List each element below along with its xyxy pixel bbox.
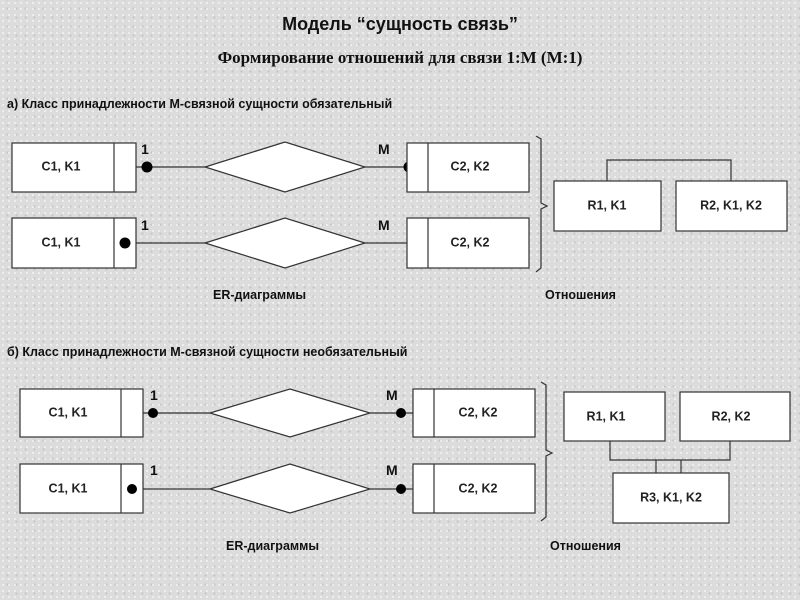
section-b-brace — [540, 381, 554, 522]
cardinality-m: M — [386, 387, 398, 403]
relation-r2 — [679, 391, 791, 442]
entity-c1-label: C1, K1 — [49, 405, 88, 419]
cardinality-m: M — [386, 462, 398, 478]
relation-r2-label: R2, K2 — [712, 409, 751, 423]
participation-dot-left — [127, 484, 137, 494]
section-b-heading: б) Класс принадлежности М-связной сущнос… — [7, 345, 408, 359]
entity-c2-label: C2, K2 — [451, 235, 490, 249]
page-subtitle: Формирование отношений для связи 1:M (M:… — [217, 48, 583, 67]
entity-c2-label: C2, K2 — [451, 159, 490, 173]
participation-dot-right — [396, 408, 406, 418]
entity-c1-box — [11, 217, 137, 269]
relation-r2 — [675, 180, 788, 232]
section-a-brace — [535, 135, 549, 273]
entity-c1-box — [19, 388, 144, 438]
relation-r3-label: R3, K1, K2 — [640, 490, 702, 504]
entity-c1-box — [19, 463, 144, 514]
cardinality-1: 1 — [150, 462, 158, 478]
entity-c2-box — [406, 142, 530, 193]
relation-r1 — [563, 391, 666, 442]
section-b-er-caption: ER-диаграммы — [226, 539, 320, 553]
section-a-relations-caption: Отношения — [545, 288, 616, 302]
participation-dot-left — [119, 237, 131, 249]
relation-r3 — [612, 472, 730, 524]
entity-c2-label: C2, K2 — [459, 405, 498, 419]
relation-r1-label: R1, K1 — [587, 409, 626, 423]
section-a-diagram-1: C1, K1 1 M C2, K2 — [11, 141, 530, 193]
section-a-heading: а) Класс принадлежности М-связной сущнос… — [7, 97, 393, 111]
cardinality-m: M — [378, 217, 390, 233]
entity-c1-label: C1, K1 — [42, 235, 81, 249]
entity-c2-label: C2, K2 — [459, 481, 498, 495]
cardinality-1: 1 — [141, 141, 149, 157]
relationship-diamond — [202, 217, 368, 269]
entity-c1-label: C1, K1 — [49, 481, 88, 495]
entity-c2-box — [412, 388, 536, 438]
entity-c1-box — [11, 142, 137, 193]
cardinality-1: 1 — [150, 387, 158, 403]
entity-c2-box — [412, 463, 536, 514]
relation-r1-label: R1, K1 — [588, 198, 627, 212]
relation-link — [609, 441, 731, 461]
entity-c1-label: C1, K1 — [42, 159, 81, 173]
participation-dot-left — [141, 161, 153, 173]
participation-dot-left — [148, 408, 158, 418]
cardinality-1: 1 — [141, 217, 149, 233]
section-b-diagram-2: C1, K1 1 M C2, K2 — [19, 462, 536, 514]
page-title: Модель “сущность связь” — [282, 14, 518, 34]
relationship-diamond — [202, 141, 368, 193]
participation-dot-right — [396, 484, 406, 494]
section-b-diagram-1: C1, K1 1 M C2, K2 — [19, 387, 536, 438]
relation-r2-label: R2, K1, K2 — [700, 198, 762, 212]
relation-r1 — [553, 180, 662, 232]
section-a-relations: R1, K1 R2, K1, K2 — [553, 159, 788, 232]
section-a-diagram-2: C1, K1 1 M C2, K2 — [11, 217, 530, 269]
relation-link — [606, 159, 732, 181]
cardinality-m: M — [378, 141, 390, 157]
relationship-diamond — [207, 388, 373, 438]
entity-c2-box — [406, 217, 530, 269]
relationship-diamond — [207, 463, 373, 514]
section-a-er-caption: ER-диаграммы — [213, 288, 307, 302]
section-b-relations-caption: Отношения — [550, 539, 621, 553]
section-b-relations: R1, K1 R2, K2 R3, K1, K2 — [563, 391, 791, 524]
